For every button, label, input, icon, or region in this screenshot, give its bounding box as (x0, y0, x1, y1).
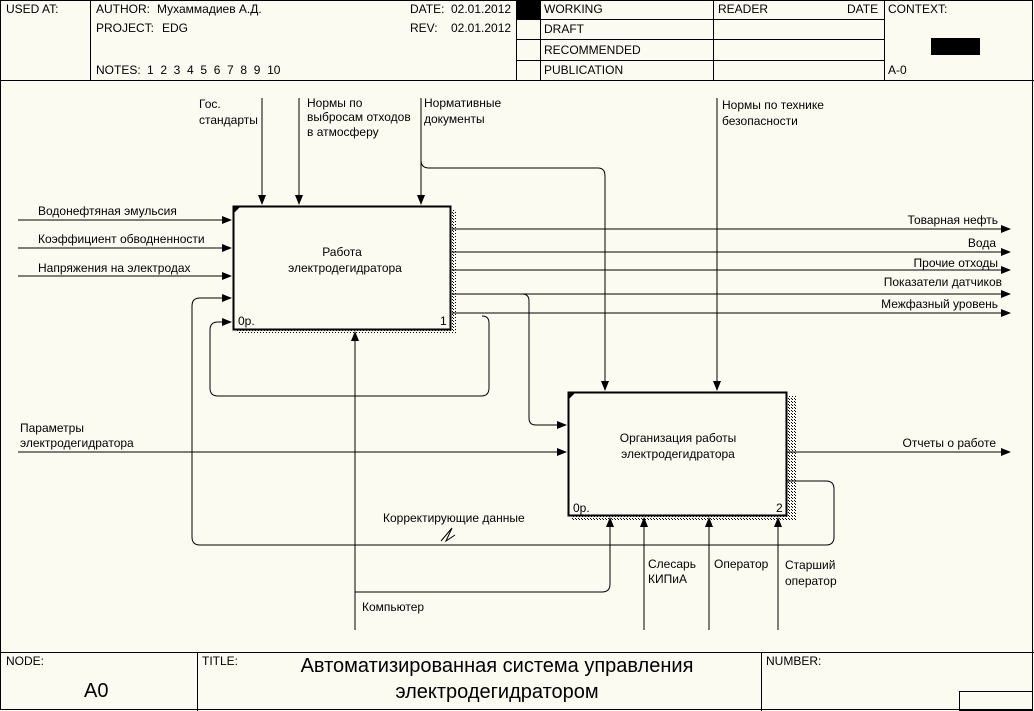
date-label: DATE: (410, 2, 444, 16)
date-value: 02.01.2012 (451, 2, 511, 16)
label-water: Вода (968, 236, 996, 250)
status-recommended: RECOMMENDED (544, 43, 641, 57)
status-publication: PUBLICATION (544, 63, 623, 77)
label-reports: Отчеты о работе (903, 436, 997, 450)
squiggle-marker (440, 527, 456, 543)
label-parameters-line2: электродегидратора (20, 436, 134, 450)
label-water-cut: Коэффициент обводненности (38, 232, 205, 246)
label-waste: Прочие отходы (914, 256, 998, 270)
label-normative-docs-line2: документы (424, 112, 485, 126)
context-box-thumbnail (931, 38, 980, 55)
label-senior-operator-line2: оператор (785, 574, 837, 588)
label-interphase: Межфазный уровень (881, 297, 998, 311)
label-kip-fitter-line1: Слесарь (648, 557, 696, 571)
box-1-number: 1 (440, 314, 447, 328)
status-selected-marker (517, 1, 540, 19)
label-oil: Товарная нефть (908, 213, 998, 227)
box-2-cost: 0р. (573, 501, 590, 515)
input-arrow-sensors-branch (521, 293, 567, 429)
label-gost-line1: Гос. (199, 97, 221, 111)
status-draft: DRAFT (544, 22, 585, 36)
diagram-title-line2: электродегидратором (395, 681, 598, 703)
label-emission-norms-line3: в атмосферу (307, 125, 379, 139)
label-emulsion: Водонефтяная эмульсия (38, 204, 177, 218)
project-value: EDG (162, 21, 188, 35)
context-label: CONTEXT: (888, 2, 947, 16)
control-arrow-normative-docs-branch (420, 159, 609, 391)
rev-value: 02.01.2012 (451, 21, 511, 35)
label-sensors: Показатели датчиков (884, 275, 1002, 289)
notes-value: 1 2 3 4 5 6 7 8 9 10 (147, 63, 281, 77)
label-senior-operator-line1: Старший (785, 558, 835, 572)
diagram-title-line1: Автоматизированная система управления (301, 655, 694, 677)
box-1-title-line1: Работа (322, 245, 362, 259)
notes-label: NOTES: (96, 63, 141, 77)
label-safety-norms-line1: Нормы по технике (722, 98, 824, 112)
box-2-title-line2: электродегидратора (621, 447, 735, 461)
activity-box-1[interactable]: Работа электродегидратора 0р. 1 (232, 205, 456, 333)
author-value: Мухаммадиев А.Д. (157, 2, 262, 16)
reader-date-label: DATE (847, 2, 878, 16)
box-1-cost: 0р. (238, 314, 255, 328)
label-emission-norms-line2: выбросам отходов (307, 110, 411, 124)
label-kip-fitter-line2: КИПиА (648, 572, 687, 586)
footer-frame (0, 652, 1034, 711)
title-label: TITLE: (202, 654, 238, 668)
label-safety-norms-line2: безопасности (722, 114, 798, 128)
feedback-arrow-interphase-loop (209, 315, 490, 397)
activity-box-2[interactable]: Организация работы электродегидратора 0р… (567, 391, 797, 520)
rev-label: REV: (410, 21, 438, 35)
project-label: PROJECT: (96, 21, 154, 35)
label-computer: Компьютер (362, 600, 424, 614)
box-2-title-line1: Организация работы (620, 431, 736, 445)
feedback-arrow-corrective-data (191, 294, 835, 546)
label-voltage: Напряжения на электродах (38, 261, 191, 275)
reader-label: READER (718, 2, 768, 16)
mechanism-arrow-computer-branch (355, 517, 614, 593)
used-at-label: USED AT: (6, 2, 58, 16)
label-operator: Оператор (714, 557, 769, 571)
context-node: A-0 (888, 63, 907, 77)
node-value: A0 (84, 680, 108, 702)
label-parameters-line1: Параметры (20, 421, 84, 435)
label-gost-line2: стандарты (199, 113, 258, 127)
number-label: NUMBER: (766, 654, 821, 668)
label-normative-docs-line1: Нормативные (424, 96, 502, 110)
box-2-number: 2 (776, 501, 783, 515)
status-working: WORKING (544, 2, 603, 16)
box-1-title-line2: электродегидратора (288, 261, 402, 275)
node-label: NODE: (6, 654, 44, 668)
label-emission-norms-line1: Нормы по (307, 96, 363, 110)
author-label: AUTHOR: (96, 2, 150, 16)
label-corrective-data: Корректирующие данные (383, 511, 525, 525)
